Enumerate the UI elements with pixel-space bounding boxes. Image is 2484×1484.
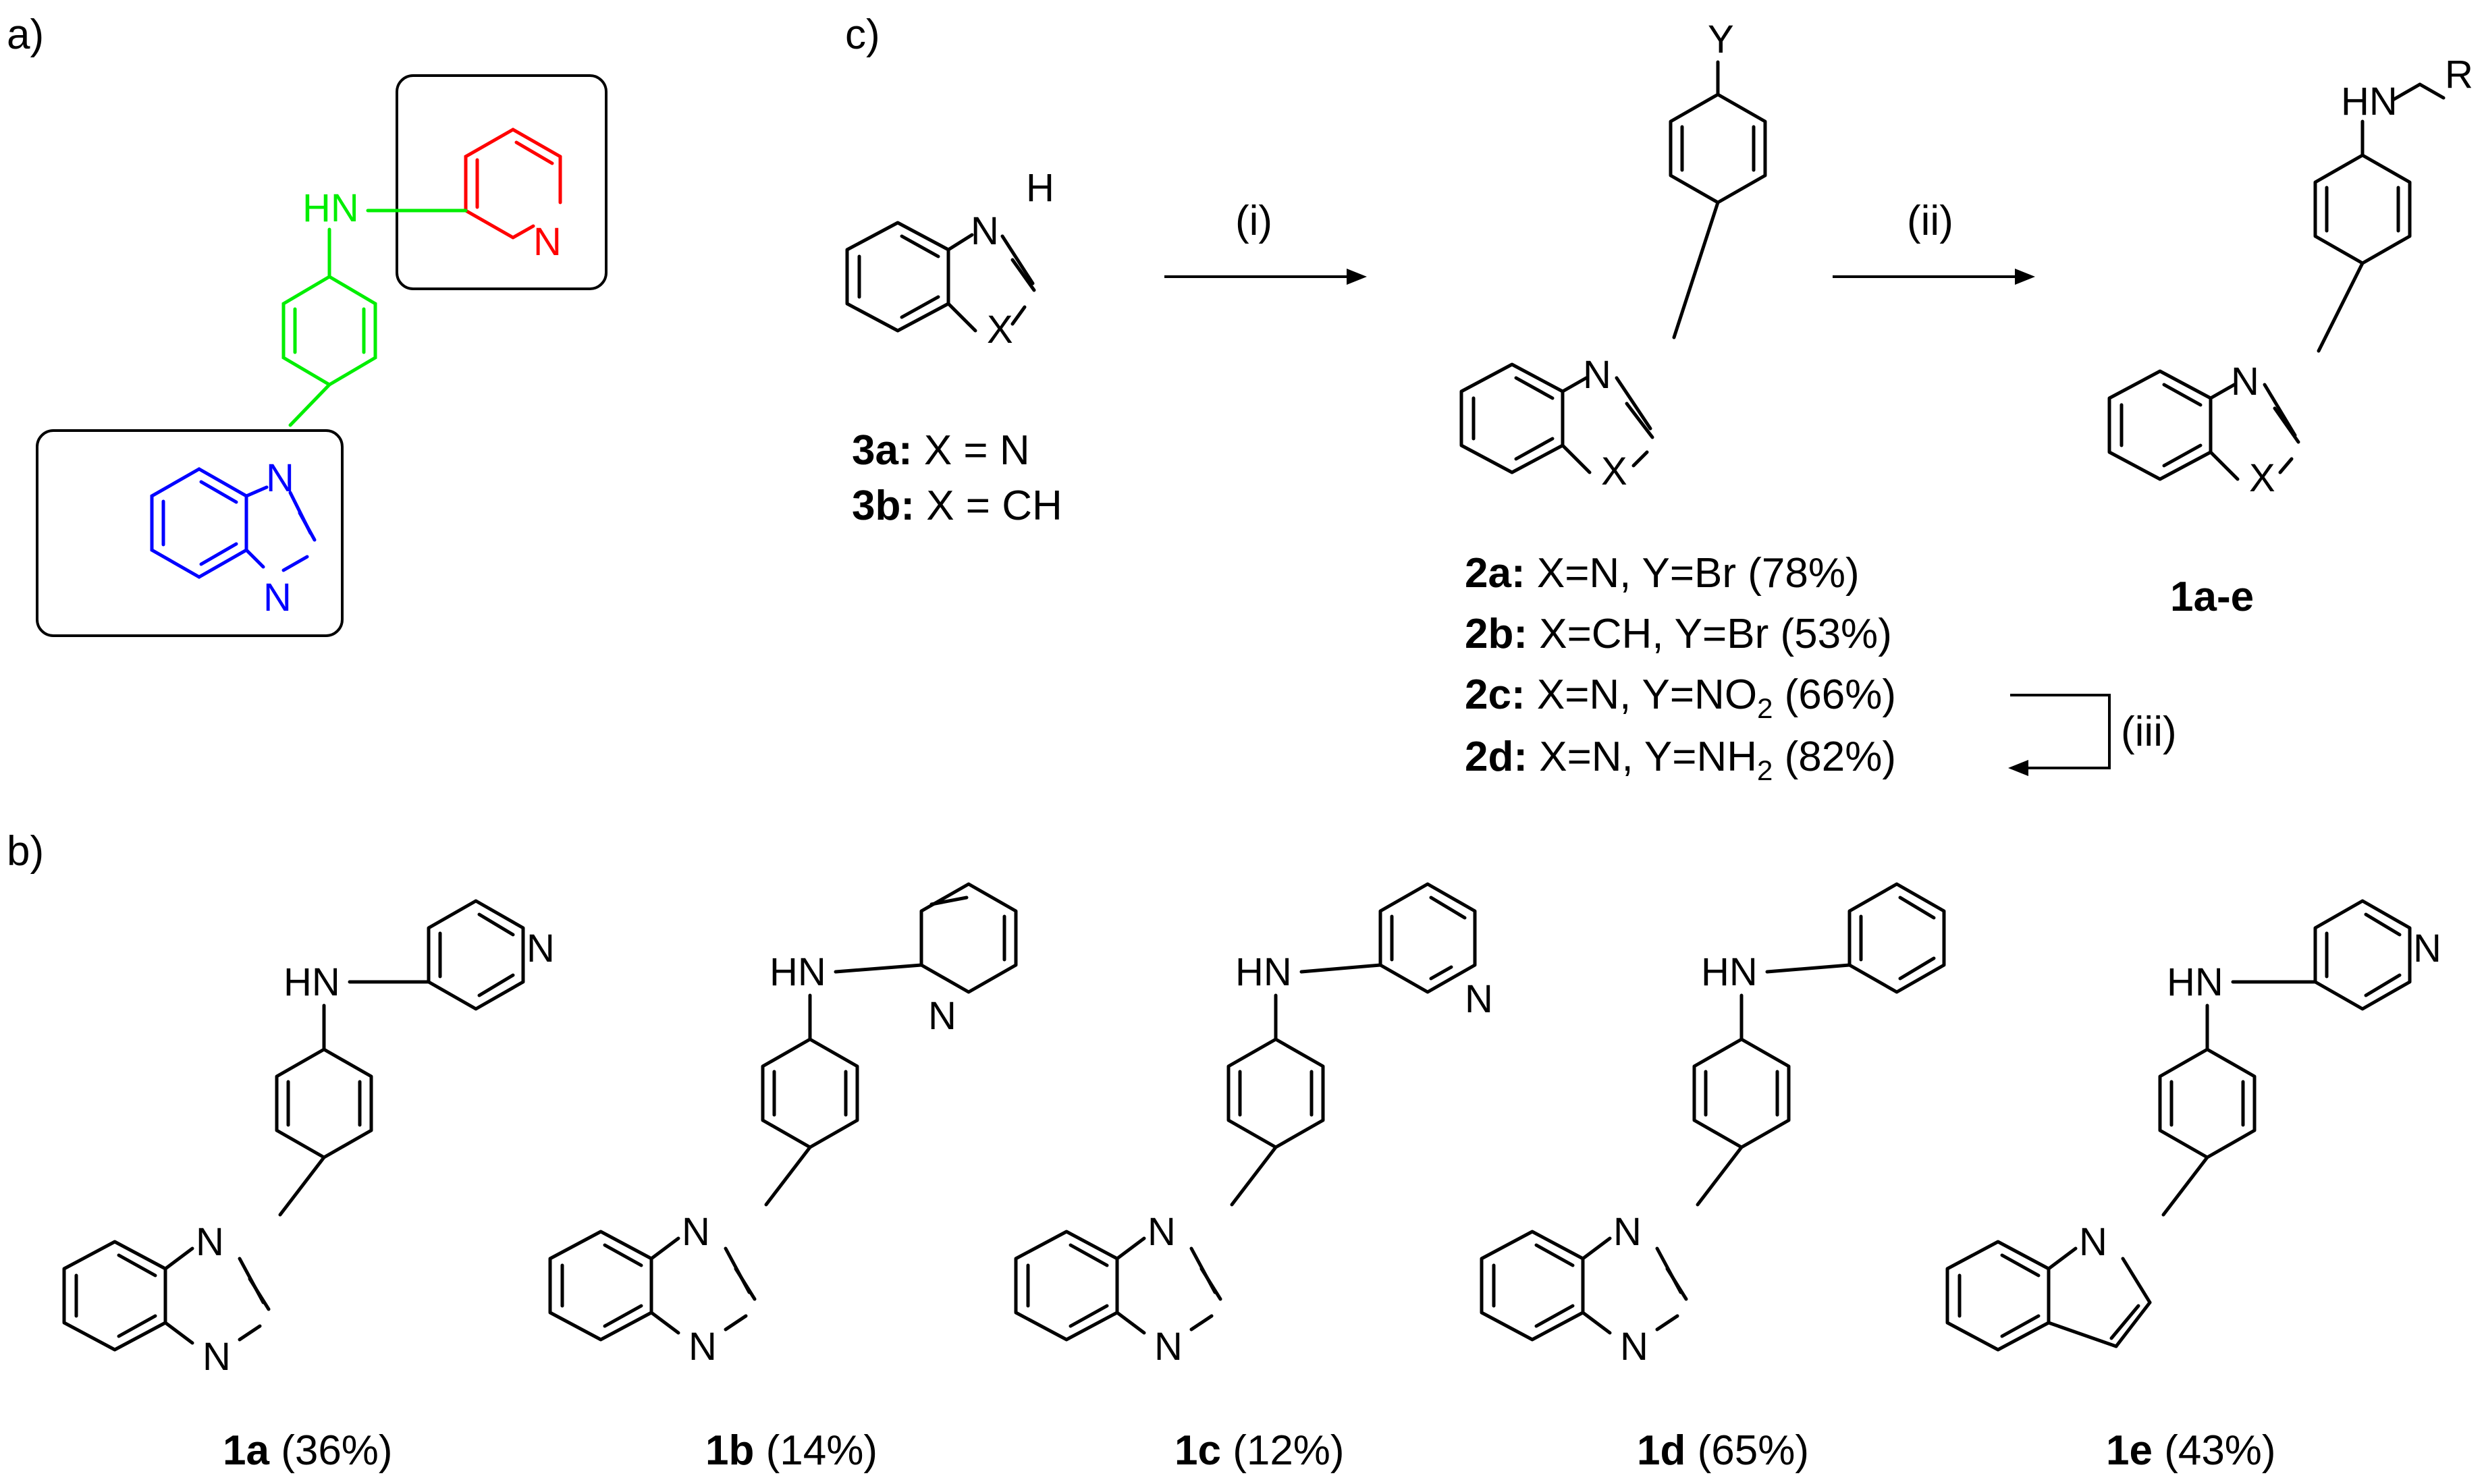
- 1e-hn: HN: [2167, 960, 2223, 1004]
- compound-1b-structure: N HN N N: [548, 882, 1018, 1369]
- panel-label-b: b): [7, 828, 44, 875]
- compound-1a-structure: N HN N N: [62, 899, 555, 1379]
- sm-3a-label: 3a: X = N: [852, 427, 1030, 474]
- prod-hn-label: HN: [2341, 80, 2398, 123]
- panel-label-a: a): [7, 11, 44, 58]
- compound-1c-label: 1c (12%): [1174, 1427, 1345, 1474]
- benzimidazole-highlight-box: [36, 429, 344, 637]
- panel-a-structure: N HN N N: [36, 74, 608, 637]
- int-2b-label: 2b: X=CH, Y=Br (53%): [1465, 611, 1892, 657]
- 1a-hn: HN: [284, 960, 340, 1004]
- int-2d-label: 2d: X=N, Y=NH2 (82%): [1465, 734, 1896, 786]
- compound-1c-structure: N HN N N: [1014, 882, 1493, 1369]
- pyridine-highlight-box: [396, 74, 608, 290]
- 1e-pyridine-n: N: [2413, 927, 2441, 970]
- compound-1d-label: 1d (65%): [1637, 1427, 1809, 1474]
- 1e-n1: N: [2079, 1220, 2107, 1264]
- prod-x-label: X: [2249, 456, 2275, 500]
- pyridine-ring: [464, 128, 562, 240]
- benzimidazole-n1: N: [266, 456, 294, 500]
- phenyl-linker: [281, 209, 468, 427]
- 1a-n1: N: [196, 1220, 224, 1264]
- compound-1e-label: 1e (43%): [2106, 1427, 2276, 1474]
- 1d-hn: HN: [1701, 950, 1758, 994]
- 1c-n1: N: [1148, 1210, 1176, 1254]
- sm-h-label: H: [1026, 166, 1054, 210]
- compound-1b-label: 1b (14%): [705, 1427, 878, 1474]
- 1a-n3: N: [202, 1335, 231, 1379]
- arrow-step-iii: [2010, 694, 2111, 769]
- arrow-step-iii-head: [2008, 760, 2028, 776]
- int-n-label: N: [1583, 353, 1611, 397]
- step-iii-label: (iii): [2121, 709, 2177, 755]
- 1b-hn: HN: [770, 950, 826, 994]
- sm-3b-label: 3b: X = CH: [852, 483, 1062, 529]
- starting-material-structure: H N X: [845, 166, 1054, 352]
- product-label: 1a-e: [2170, 574, 2254, 620]
- prod-n-label: N: [2231, 360, 2259, 404]
- step-i-label: (i): [1235, 198, 1272, 244]
- benzimidazole-ring: [150, 467, 317, 579]
- prod-r-label: R: [2445, 53, 2473, 97]
- compound-1d-structure: HN N N: [1480, 882, 1946, 1369]
- compound-1e-structure: N HN N: [1945, 899, 2441, 1352]
- 1b-pyridine-n: N: [928, 994, 956, 1038]
- compound-1a-label: 1a (36%): [223, 1427, 393, 1474]
- arrow-step-i-head: [1347, 269, 1367, 285]
- 1c-pyridine-n: N: [1465, 977, 1493, 1021]
- panel-label-c: c): [845, 11, 880, 58]
- int-y-label: Y: [1708, 18, 1734, 61]
- product-structure: HN R N X: [2107, 53, 2473, 500]
- 1d-n3: N: [1620, 1325, 1648, 1369]
- pyridine-nitrogen: N: [533, 220, 562, 264]
- 1a-pyridine-n: N: [526, 927, 555, 970]
- 1b-n1: N: [682, 1210, 710, 1254]
- 1b-n3: N: [688, 1325, 717, 1369]
- 1c-hn: HN: [1235, 950, 1292, 994]
- sm-x-label: X: [987, 308, 1013, 352]
- benzimidazole-n3: N: [263, 576, 292, 620]
- hn-label: HN: [302, 186, 359, 230]
- 1d-n1: N: [1613, 1210, 1642, 1254]
- step-ii-label: (ii): [1907, 198, 1953, 244]
- int-2c-label: 2c: X=N, Y=NO2 (66%): [1465, 671, 1896, 724]
- 1c-n3: N: [1154, 1325, 1183, 1369]
- intermediate-structure: Y N X: [1459, 18, 1767, 493]
- int-x-label: X: [1601, 449, 1627, 493]
- arrow-step-ii-head: [2015, 269, 2035, 285]
- sm-n-label: N: [971, 209, 999, 253]
- int-2a-label: 2a: X=N, Y=Br (78%): [1465, 550, 1860, 597]
